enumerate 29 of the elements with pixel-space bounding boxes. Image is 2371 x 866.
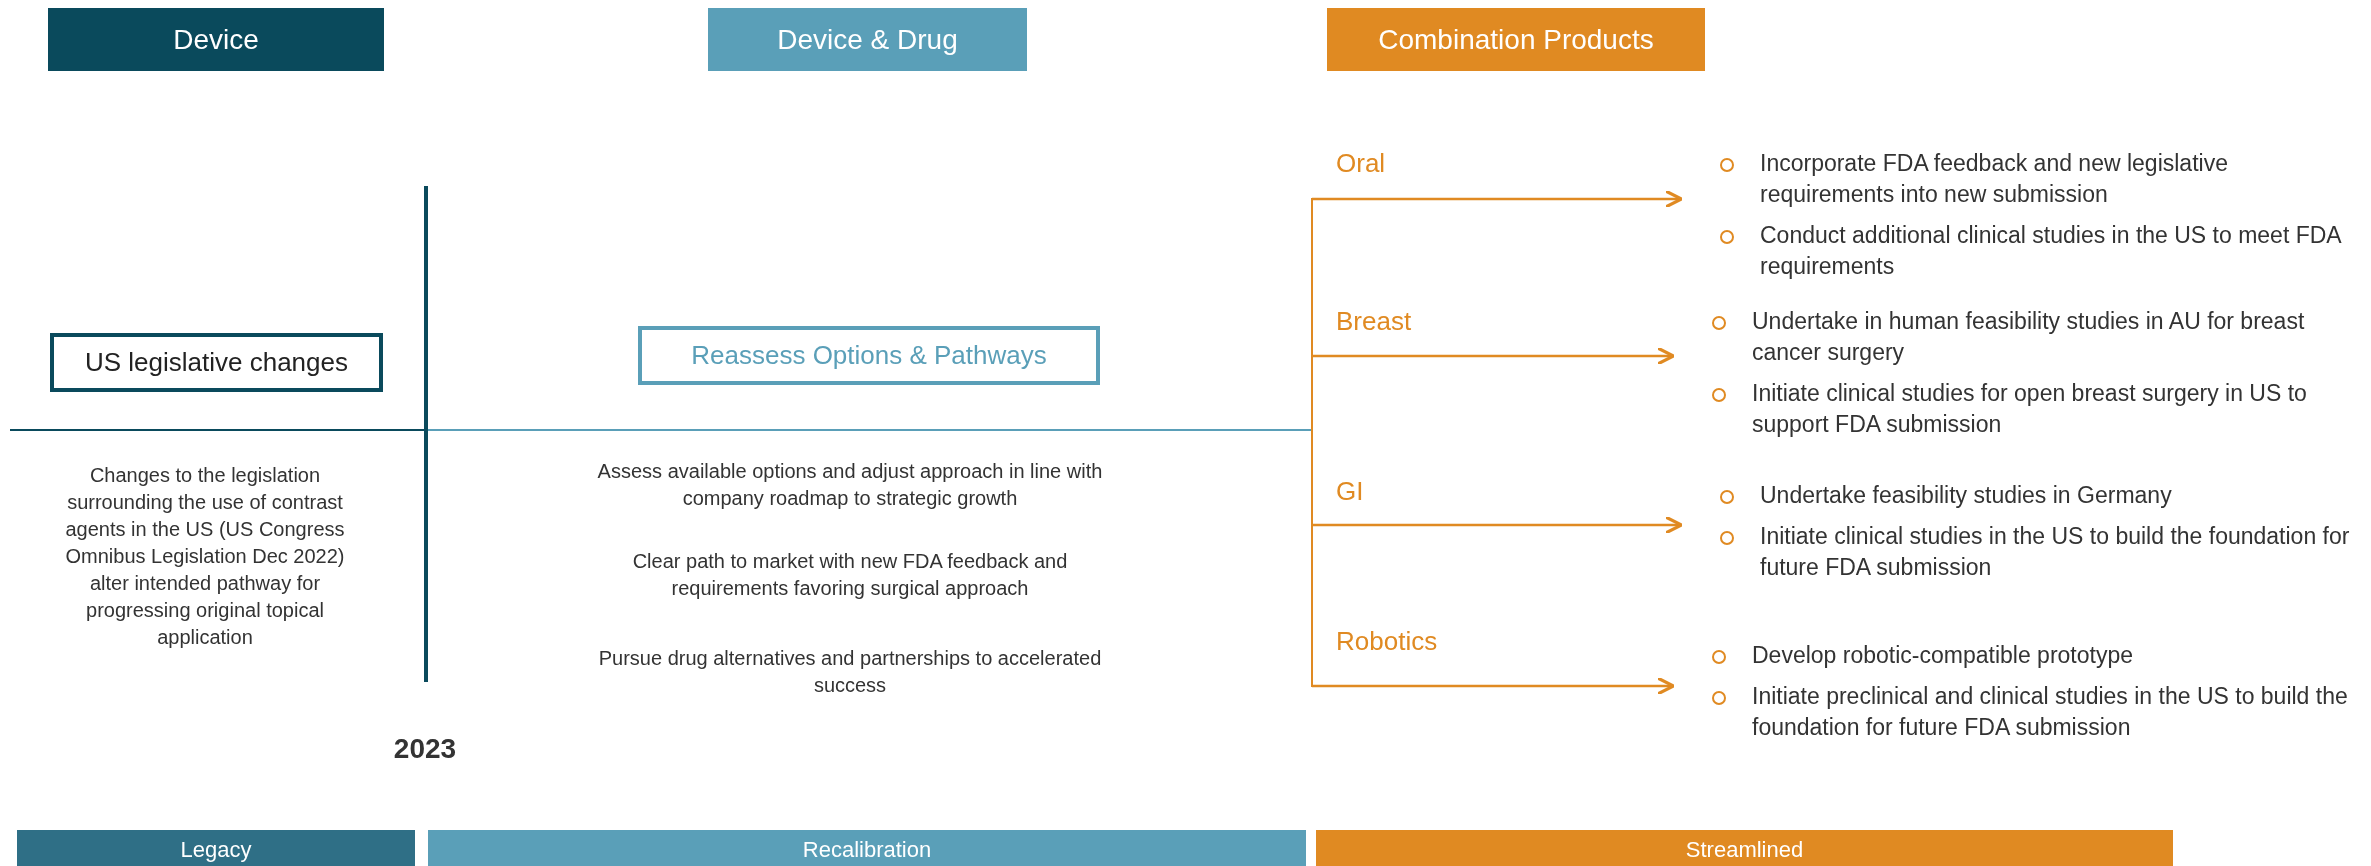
arrow <box>1312 346 1676 366</box>
bullet-text: Initiate clinical studies for open breast surgery in US to support FDA submission <box>1752 379 2308 439</box>
year-label: 2023 <box>392 735 458 762</box>
category-header: Device <box>48 8 384 71</box>
phase-band: Recalibration <box>428 830 1306 866</box>
edge-label: Breast <box>1336 308 1412 335</box>
description-text: Pursue drug alternatives and partnerships to accelerated success <box>597 646 1103 698</box>
edge-label: Robotics <box>1336 628 1438 655</box>
bullet-text: Incorporate FDA feedback and new legislative requirements into new submission <box>1760 149 2229 209</box>
stage-box: US legislative changes <box>50 333 383 392</box>
description-text: Changes to the legislation surrounding the use of contrast agents in the US (US Congress Omnibus Legislation Dec 2022) alter intended pathway for progressing original topical application <box>64 463 346 650</box>
bullet-text: Undertake in human feasibility studies in AU for breast cancer surgery <box>1752 307 2306 367</box>
edge-label: GI <box>1336 478 1364 505</box>
bullet-text: Initiate preclinical and clinical studies in the US to build the foundation for future FDA submission <box>1752 682 2349 742</box>
phase-band: Streamlined <box>1316 830 2173 866</box>
description-text: Assess available options and adjust approach in line with company roadmap to strategic growth <box>596 459 1104 511</box>
phase-band: Legacy <box>17 830 415 866</box>
bullet-text: Develop robotic-compatible prototype <box>1752 641 2133 670</box>
description-text: Clear path to market with new FDA feedback and requirements favoring surgical approach <box>631 549 1069 601</box>
edge-label: Oral <box>1336 150 1386 177</box>
bullet-text: Undertake feasibility studies in Germany <box>1760 481 2172 510</box>
category-header: Combination Products <box>1327 8 1705 71</box>
bullet-text: Conduct additional clinical studies in the US to meet FDA requirements <box>1760 221 2342 281</box>
arrow <box>1312 676 1676 696</box>
arrow <box>1312 189 1684 209</box>
arrow <box>1312 515 1684 535</box>
stage-box: Reassess Options & Pathways <box>638 326 1100 385</box>
category-header: Device & Drug <box>708 8 1027 71</box>
bullet-text: Initiate clinical studies in the US to build the foundation for future FDA submission <box>1760 522 2351 582</box>
